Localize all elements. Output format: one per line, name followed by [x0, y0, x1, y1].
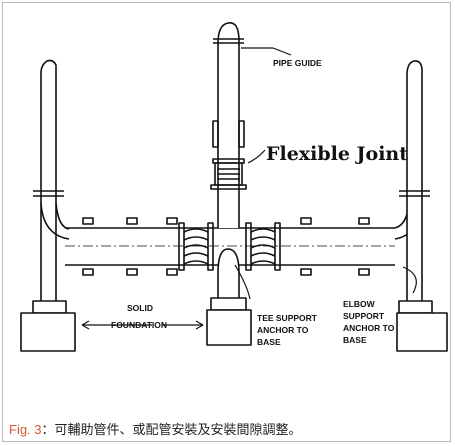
tee-support: [217, 248, 240, 298]
elbow-label-1: ELBOW: [343, 299, 376, 309]
elbow-label-3: ANCHOR TO: [343, 323, 395, 333]
figure-caption: Fig. 3：可輔助管件、或配管安裝及安裝間隙調整。: [9, 419, 302, 438]
left-riser: [33, 59, 64, 301]
caption-text: ：可輔助管件、或配管安裝及安裝間隙調整。: [41, 422, 302, 437]
foundation-label: FOUNDATION: [111, 320, 167, 330]
pipe-guide-label: PIPE GUIDE: [273, 58, 322, 68]
tee-label-1: TEE SUPPORT: [257, 313, 318, 323]
center-riser: [210, 22, 247, 228]
tee-label-3: BASE: [257, 337, 281, 347]
tee-label-2: ANCHOR TO: [257, 325, 309, 335]
elbow-label-2: SUPPORT: [343, 311, 385, 321]
leader-lines: [81, 47, 417, 330]
flexible-joint-label: Flexible Joint: [266, 143, 408, 165]
figure-number: Fig. 3: [9, 422, 42, 437]
flexible-joint-right: [245, 222, 281, 271]
figure-frame: PIPE GUIDE Flexible Joint SOLID FOUNDATI…: [2, 2, 451, 442]
solid-label: SOLID: [127, 303, 153, 313]
foundation-right: [396, 300, 448, 352]
foundation-center: [206, 297, 252, 346]
elbow-label-4: BASE: [343, 335, 367, 345]
foundation-left: [20, 300, 76, 352]
flexible-joint-left: [178, 222, 214, 271]
right-riser: [399, 60, 430, 301]
piping-diagram: PIPE GUIDE Flexible Joint SOLID FOUNDATI…: [20, 22, 448, 352]
pipe-guides: [82, 217, 370, 276]
